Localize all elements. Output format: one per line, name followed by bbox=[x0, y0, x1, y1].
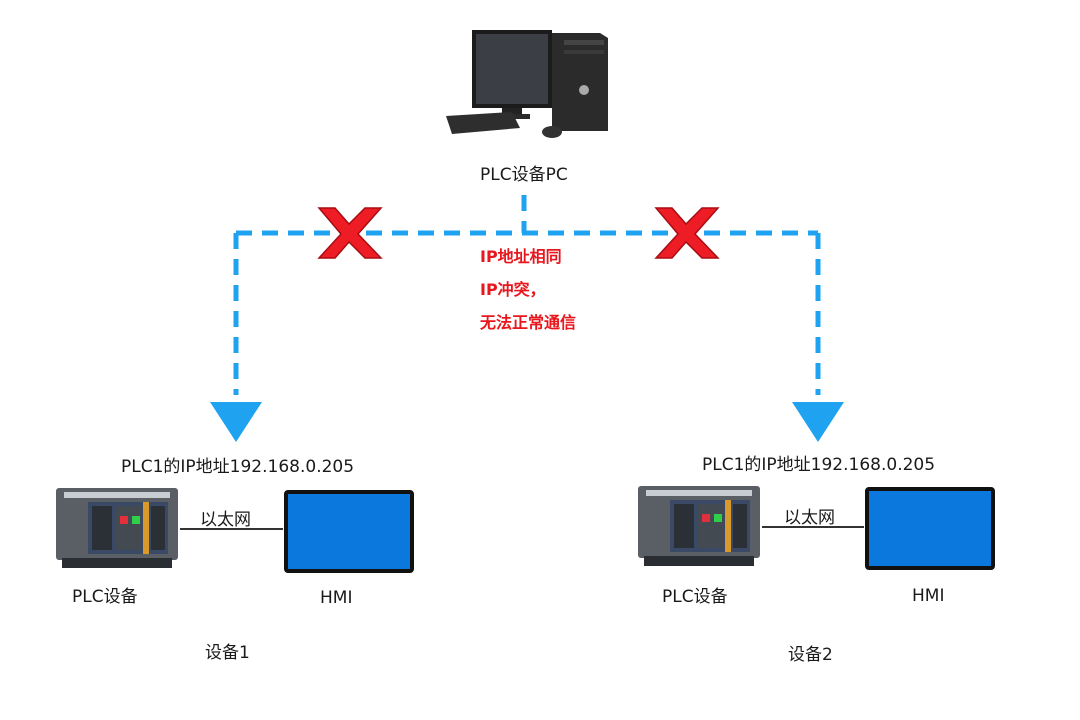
desktop-computer-icon bbox=[446, 30, 608, 138]
device-2-ethernet-label: 以太网 bbox=[784, 508, 835, 528]
red-x-icon bbox=[654, 207, 720, 259]
plc-device-icon bbox=[56, 488, 178, 568]
device-2-plc-label: PLC设备 bbox=[662, 587, 728, 607]
conflict-line-3: 无法正常通信 bbox=[480, 313, 577, 332]
device-1-ethernet-label: 以太网 bbox=[200, 510, 251, 530]
device-2-hmi-label: HMI bbox=[912, 586, 945, 606]
device-1-ip-label: PLC1的IP地址192.168.0.205 bbox=[121, 457, 355, 477]
hmi-screen-icon bbox=[865, 487, 995, 570]
red-x-icon bbox=[317, 207, 383, 259]
device-1-plc-label: PLC设备 bbox=[72, 587, 138, 607]
conflict-line-1: IP地址相同 bbox=[480, 247, 562, 266]
conflict-message: IP地址相同 IP冲突， 无法正常通信 bbox=[480, 240, 576, 339]
right-arrow-head-icon bbox=[792, 402, 844, 442]
pc-label: PLC设备PC bbox=[480, 165, 568, 185]
device-2-group-label: 设备2 bbox=[788, 645, 833, 665]
device-2-ip-label: PLC1的IP地址192.168.0.205 bbox=[702, 455, 936, 475]
conflict-line-2: IP冲突， bbox=[480, 280, 546, 299]
device-1-group-label: 设备1 bbox=[205, 643, 250, 663]
hmi-screen-icon bbox=[284, 490, 414, 573]
left-arrow-head-icon bbox=[210, 402, 262, 442]
plc-device-icon bbox=[638, 486, 760, 566]
device-1-hmi-label: HMI bbox=[320, 588, 353, 608]
